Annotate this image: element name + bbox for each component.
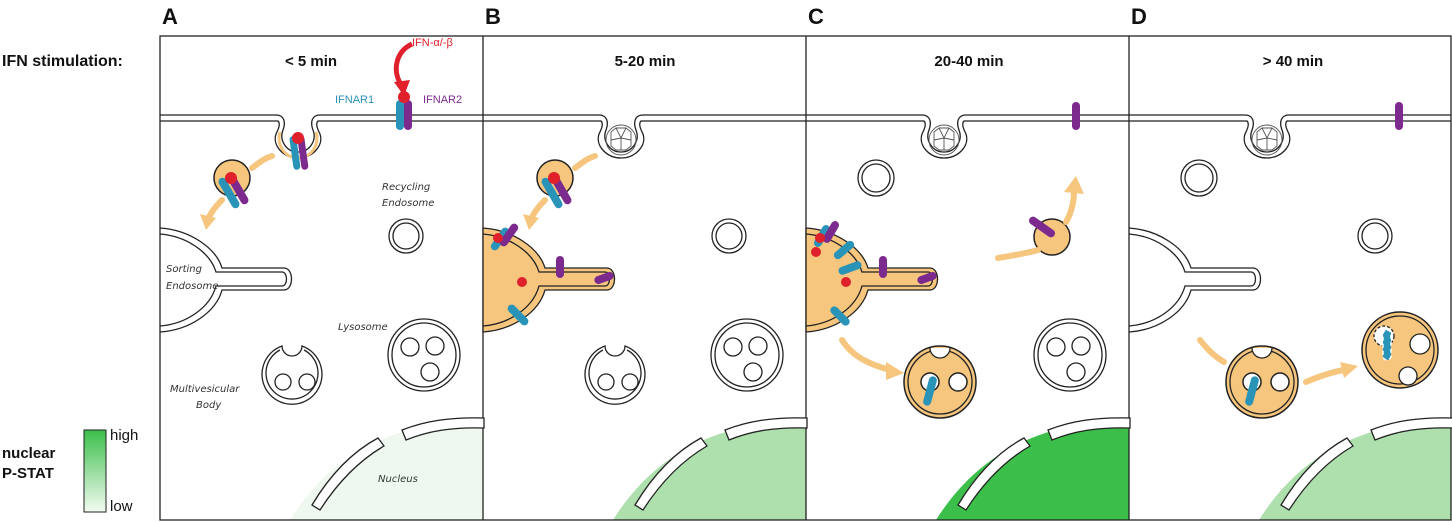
panel-letter-d: D [1131,4,1147,29]
legend-high: high [110,427,138,444]
lysosome-label: Lysosome [338,322,388,333]
panel-a: IFN-α/-β IFNAR1 IFNAR2 Sorting Endosome … [159,37,485,511]
ifnar1-receptor [396,100,404,130]
panel-letter-c: C [808,4,824,29]
panel-d [1128,102,1452,511]
recycling-label-2: Endosome [382,198,434,209]
ifnar2-receptor [404,100,412,130]
panel-b-time: 5-20 min [615,53,676,70]
nucleus-b [613,422,806,520]
ligand-arrow [393,41,414,88]
sorting-label-2: Endosome [166,281,218,292]
recycling-endosome [388,218,424,254]
nucleus-c [936,422,1129,520]
legend-low: low [110,498,133,515]
mvb-label-1: Multivesicular [170,384,240,395]
legend-title-2: P-STAT [2,465,54,482]
panel-letter-b: B [485,4,501,29]
panel-letter-a: A [162,4,178,29]
panel-a-time: < 5 min [285,53,337,70]
ifn-ligand [398,91,410,103]
pstat-legend: high low nuclear P-STAT [2,427,138,515]
panel-c-time: 20-40 min [934,53,1003,70]
legend-title-1: nuclear [2,445,56,462]
clathrin-lattice [605,124,1283,156]
sorting-endosome [159,227,293,333]
ifnar1-label: IFNAR1 [335,94,374,106]
lysosome [387,318,461,392]
panel-d-time: > 40 min [1263,53,1323,70]
recycling-label-1: Recycling [382,182,430,193]
multivesicular-body [261,345,323,405]
panel-b [482,153,808,511]
nucleus-label: Nucleus [378,474,418,485]
mvb-label-2: Body [196,400,222,411]
panel-c [805,102,1131,511]
plasma-membrane [160,114,1451,159]
ligand-label: IFN-α/-β [412,37,453,49]
ifnar2-label: IFNAR2 [423,94,462,106]
nucleus-d [1259,422,1451,520]
sorting-label-1: Sorting [166,264,202,275]
legend-gradient-bar [83,429,107,513]
ifn-stimulation-label: IFN stimulation: [2,53,123,70]
nucleus-a [290,422,483,520]
